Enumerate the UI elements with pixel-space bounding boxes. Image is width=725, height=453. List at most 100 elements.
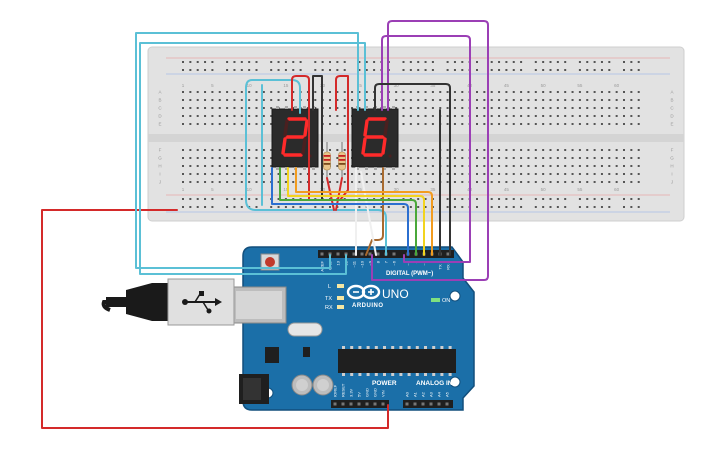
breadboard-hole — [476, 99, 478, 101]
analog-pin-hole[interactable] — [437, 402, 441, 406]
wire-purple[interactable] — [381, 35, 471, 263]
digital-pin-hole[interactable] — [368, 252, 372, 256]
rail-hole — [255, 198, 258, 200]
breadboard-hole — [630, 107, 633, 109]
wire-dark[interactable] — [374, 83, 451, 256]
breadboard-hole — [204, 165, 207, 167]
analog-pin-hole[interactable] — [405, 402, 409, 406]
analog-pin-hole[interactable] — [429, 402, 433, 406]
resistor-right-body[interactable] — [338, 151, 346, 171]
resistor-left-body[interactable] — [323, 151, 331, 171]
reset-button[interactable] — [265, 257, 275, 267]
rail-hole — [358, 69, 361, 71]
wire-yellow[interactable] — [287, 167, 425, 256]
rail-hole — [233, 69, 236, 71]
breadboard-hole — [270, 91, 273, 93]
resistor-left[interactable] — [323, 142, 331, 178]
breadboard-hole — [329, 107, 331, 109]
row-letter: J — [671, 180, 673, 185]
rail-hole — [578, 61, 581, 63]
breadboard-hole — [549, 123, 552, 125]
chip-pin — [342, 346, 345, 349]
breadboard-hole — [630, 123, 633, 125]
wire-red-ground[interactable] — [41, 209, 389, 429]
power-pin-hole[interactable] — [381, 402, 385, 406]
analog-pin-hole[interactable] — [445, 402, 449, 406]
analog-pin-hole[interactable] — [413, 402, 417, 406]
rail-hole — [600, 69, 603, 71]
breadboard-center-channel — [148, 134, 684, 142]
breadboard-hole — [446, 173, 449, 175]
breadboard-hole — [608, 173, 611, 175]
breadboard-hole — [240, 99, 243, 101]
row-letter: B — [670, 98, 673, 103]
wire-dark[interactable] — [312, 75, 323, 201]
breadboard-hole — [226, 123, 229, 125]
breadboard-hole — [578, 173, 581, 175]
breadboard-hole — [417, 173, 420, 175]
wire-green[interactable] — [279, 167, 417, 256]
wires[interactable] — [41, 20, 489, 429]
breadboard-hole — [505, 115, 508, 117]
wire-white[interactable] — [355, 167, 377, 256]
resistor-right[interactable] — [338, 142, 346, 178]
power-pin-hole[interactable] — [333, 402, 337, 406]
breadboard-hole — [336, 149, 339, 151]
digital-pin-hole[interactable] — [376, 252, 380, 256]
right-display[interactable] — [351, 106, 399, 170]
rail-hole — [226, 198, 229, 200]
breadboard-hole — [505, 181, 508, 183]
breadboard-hole — [226, 99, 229, 101]
breadboard-hole — [461, 173, 464, 175]
power-pin-hole[interactable] — [357, 402, 361, 406]
power-pin-hole[interactable] — [373, 402, 377, 406]
wire-brown[interactable] — [365, 167, 384, 256]
wire-purple[interactable] — [371, 20, 489, 281]
breadboard-hole — [527, 123, 530, 125]
digital-pin-hole[interactable] — [446, 252, 450, 256]
breadboard-hole — [498, 149, 501, 151]
digital-pin-hole[interactable] — [352, 252, 356, 256]
breadboard-hole — [314, 173, 317, 175]
wire-cyan-long[interactable] — [139, 42, 366, 275]
breadboard-hole — [248, 173, 251, 175]
breadboard-hole — [314, 181, 317, 183]
breadboard-hole — [240, 149, 243, 151]
wire-red[interactable] — [291, 75, 310, 201]
breadboard-hole — [306, 91, 309, 93]
wire-cyan-long[interactable] — [135, 32, 359, 269]
arduino-uno-board[interactable]: L TX RX ON ARDUINO UNO DIGITAL (PWM~) PO… — [231, 246, 475, 411]
breadboard-hole — [623, 99, 625, 101]
breadboard-hole — [600, 157, 603, 159]
breadboard-hole — [255, 99, 258, 101]
breadboard-hole — [600, 91, 603, 93]
rail-hole — [336, 61, 339, 63]
digital-pin-hole[interactable] — [336, 252, 340, 256]
breadboard-hole — [248, 91, 251, 93]
breadboard-hole — [446, 157, 449, 159]
digital-pin-hole[interactable] — [360, 252, 364, 256]
power-pin-hole[interactable] — [365, 402, 369, 406]
rail-hole — [424, 69, 427, 71]
breadboard-hole — [211, 157, 214, 159]
display-pin — [392, 167, 395, 170]
breadboard-hole — [571, 149, 574, 151]
breadboard-hole — [608, 91, 611, 93]
wire-blue[interactable] — [271, 167, 409, 256]
breadboard[interactable]: 1155101015152020252530303535404045455050… — [147, 46, 685, 222]
rail-hole — [373, 69, 376, 71]
digital-pin-hole[interactable] — [392, 252, 396, 256]
left-display[interactable] — [271, 106, 319, 170]
rail-hole — [365, 69, 368, 71]
wire-orange[interactable] — [295, 167, 433, 256]
power-pin-hole[interactable] — [341, 402, 345, 406]
digital-pin-hole[interactable] — [320, 252, 324, 256]
power-pin-hole[interactable] — [349, 402, 353, 406]
atmega328-chip[interactable] — [338, 349, 456, 373]
usb-cable[interactable] — [101, 278, 235, 326]
analog-pin-hole[interactable] — [421, 402, 425, 406]
analog-header[interactable] — [403, 400, 453, 408]
breadboard-hole — [556, 107, 559, 109]
wire-red[interactable] — [335, 75, 349, 201]
